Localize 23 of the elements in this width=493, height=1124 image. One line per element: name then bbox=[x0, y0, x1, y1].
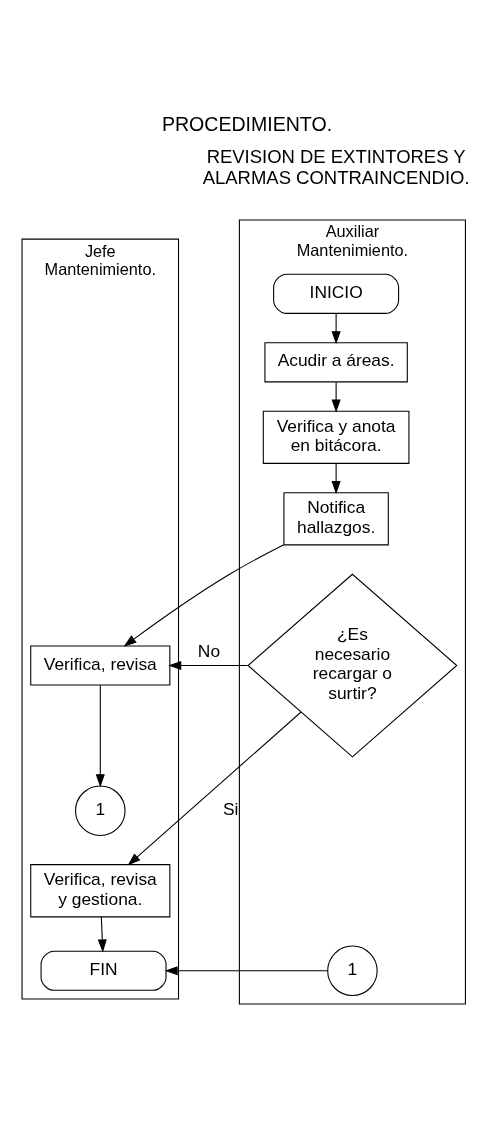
node-box: INICIO bbox=[272, 273, 399, 314]
arrow bbox=[331, 462, 341, 495]
arrow bbox=[331, 381, 341, 413]
node-box: Verifica y anota en bitácora. bbox=[262, 410, 409, 464]
arrow bbox=[331, 313, 341, 345]
node-box: FIN bbox=[40, 950, 167, 991]
arrow bbox=[123, 544, 284, 647]
node-circle: 1 bbox=[326, 945, 378, 997]
node-circle: 1 bbox=[74, 785, 126, 836]
node-box: Acudir a áreas. bbox=[263, 342, 408, 383]
diagram-title: PROCEDIMIENTO. bbox=[161, 113, 332, 136]
edge-label: No bbox=[197, 640, 220, 661]
arrow bbox=[127, 711, 302, 866]
node-box: Notifica hallazgos. bbox=[282, 492, 389, 546]
node-box: Verifica, revisa bbox=[29, 645, 170, 686]
arrow bbox=[95, 684, 105, 788]
arrow bbox=[97, 916, 107, 953]
label: REVISION DE EXTINTORES Y ALARMAS CONTRAINCENDIO. bbox=[202, 145, 470, 188]
arrow bbox=[167, 660, 248, 671]
arrow bbox=[164, 966, 328, 976]
edge-label: Si bbox=[222, 798, 238, 819]
node-diamond: ¿Es necesario recargar o surtir? bbox=[246, 573, 458, 758]
node-box: Verifica, revisa y gestiona. bbox=[29, 864, 170, 918]
